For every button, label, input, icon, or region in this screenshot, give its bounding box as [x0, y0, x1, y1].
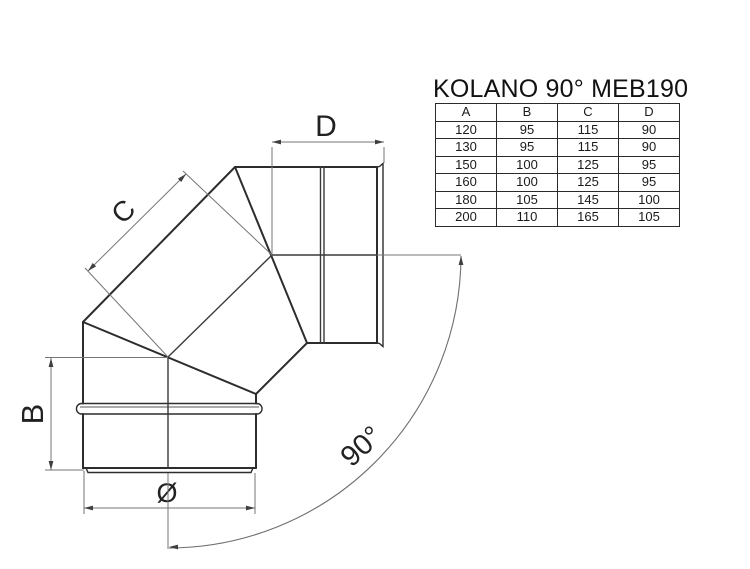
table-cell: 95 — [618, 155, 680, 174]
dim-d-label: D — [315, 110, 337, 143]
table-cell: 200 — [435, 208, 497, 227]
table-row: 150 100 125 95 — [435, 155, 680, 174]
table-cell: 95 — [618, 173, 680, 192]
table-header-row: A B C D — [435, 103, 680, 122]
dimension-b: B — [15, 357, 168, 471]
table-cell: 145 — [557, 190, 619, 209]
table-cell: 120 — [435, 120, 497, 139]
col-header-d: D — [618, 103, 680, 122]
dimension-diameter: Ø — [83, 471, 256, 514]
table-cell: 100 — [618, 190, 680, 209]
table-cell: 125 — [557, 155, 619, 174]
table-cell: 115 — [557, 120, 619, 139]
table-cell: 125 — [557, 173, 619, 192]
elbow-outline — [75, 161, 384, 474]
table-cell: 180 — [435, 190, 497, 209]
col-header-a: A — [435, 103, 497, 122]
table-cell: 90 — [618, 138, 680, 157]
table-cell: 105 — [496, 190, 558, 209]
angle-dimension: 90° — [167, 254, 464, 550]
crimp-bead — [75, 402, 263, 415]
seam-lines — [167, 166, 378, 469]
table-cell: 95 — [496, 138, 558, 157]
table-cell: 100 — [496, 155, 558, 174]
table-cell: 95 — [496, 120, 558, 139]
angle-label: 90° — [335, 420, 389, 473]
table-row: 160 100 125 95 — [435, 173, 680, 192]
dimension-c: C — [84, 170, 273, 358]
spec-table-body: 120 95 115 90 130 95 115 90 150 100 125 … — [435, 120, 680, 227]
table-row: 130 95 115 90 — [435, 138, 680, 157]
table-cell: 165 — [557, 208, 619, 227]
product-title: KOLANO 90° MEB190 — [433, 75, 689, 103]
dim-b-label: B — [15, 404, 50, 425]
col-header-b: B — [496, 103, 558, 122]
table-cell: 105 — [618, 208, 680, 227]
table-cell: 150 — [435, 155, 497, 174]
table-row: 120 95 115 90 — [435, 120, 680, 139]
dimension-d: D — [271, 110, 385, 255]
spec-table-header: A B C D — [435, 103, 680, 122]
table-cell: 90 — [618, 120, 680, 139]
table-row: 180 105 145 100 — [435, 190, 680, 209]
table-row: 200 110 165 105 — [435, 208, 680, 227]
diameter-label: Ø — [156, 478, 177, 508]
spec-table: A B C D 120 95 115 90 130 95 115 90 150 … — [435, 103, 680, 227]
table-cell: 160 — [435, 173, 497, 192]
table-cell: 110 — [496, 208, 558, 227]
table-cell: 130 — [435, 138, 497, 157]
table-cell: 100 — [496, 173, 558, 192]
table-cell: 115 — [557, 138, 619, 157]
col-header-c: C — [557, 103, 619, 122]
